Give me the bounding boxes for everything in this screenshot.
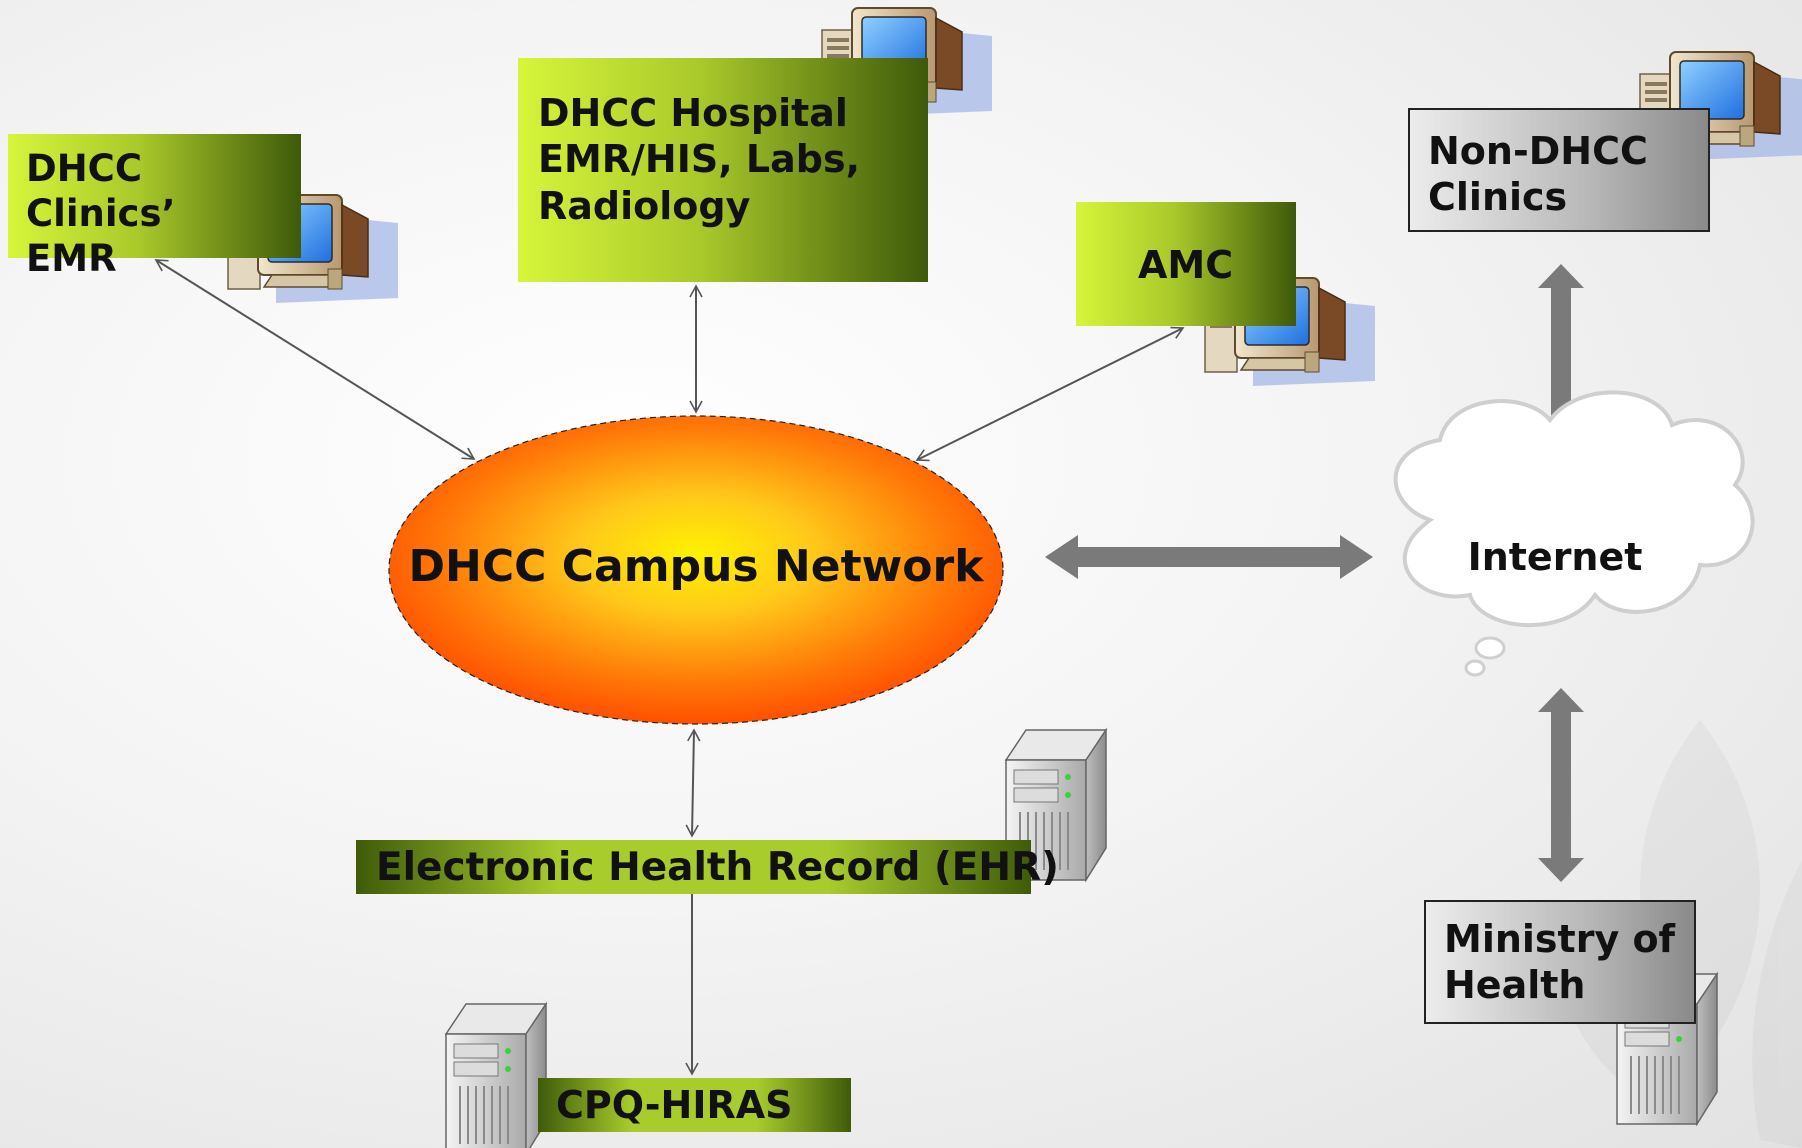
link-campus-ehr bbox=[685, 728, 701, 838]
node-moh-line1: Ministry of bbox=[1444, 917, 1676, 961]
campus-network-label: DHCC Campus Network bbox=[389, 540, 1003, 594]
campus-network-text: DHCC Campus Network bbox=[408, 541, 984, 592]
node-cpq-hiras: CPQ-HIRAS bbox=[538, 1078, 851, 1132]
node-clinics-emr: DHCC Clinics’ EMR bbox=[8, 134, 301, 280]
node-cpq-label: CPQ-HIRAS bbox=[556, 1083, 793, 1127]
link-internet-moh bbox=[1538, 688, 1584, 882]
node-ehr-label: Electronic Health Record (EHR) bbox=[376, 845, 1059, 890]
node-non-dhcc-clinics: Non-DHCC Clinics bbox=[1408, 108, 1710, 232]
node-moh-line2: Health bbox=[1444, 963, 1586, 1008]
server-tower-icon bbox=[445, 1003, 547, 1148]
node-non-dhcc-line1: Non-DHCC bbox=[1428, 129, 1648, 173]
link-amc-campus bbox=[915, 326, 1185, 462]
link-nondhcc-internet bbox=[1538, 264, 1584, 458]
internet-text: Internet bbox=[1467, 535, 1643, 579]
node-ministry-of-health: Ministry of Health bbox=[1424, 900, 1696, 1024]
node-hospital: DHCC Hospital EMR/HIS, Labs, Radiology bbox=[518, 58, 928, 282]
campus-network-ellipse bbox=[388, 415, 1004, 725]
node-non-dhcc-line2: Clinics bbox=[1428, 175, 1568, 220]
node-clinics-emr-line2: EMR bbox=[26, 237, 117, 281]
link-campus-internet bbox=[1045, 535, 1373, 579]
cloud-icon bbox=[1393, 390, 1755, 677]
node-amc-label: AMC bbox=[1138, 243, 1234, 287]
node-hospital-line2: EMR/HIS, Labs, bbox=[538, 137, 860, 182]
node-amc: AMC bbox=[1076, 202, 1296, 326]
node-hospital-line1: DHCC Hospital bbox=[538, 91, 848, 135]
internet-label: Internet bbox=[1420, 534, 1690, 580]
link-clinics-campus bbox=[154, 259, 476, 460]
node-ehr: Electronic Health Record (EHR) bbox=[356, 840, 1059, 894]
node-hospital-line3: Radiology bbox=[538, 183, 751, 228]
node-clinics-emr-line1: DHCC Clinics’ bbox=[26, 147, 176, 236]
